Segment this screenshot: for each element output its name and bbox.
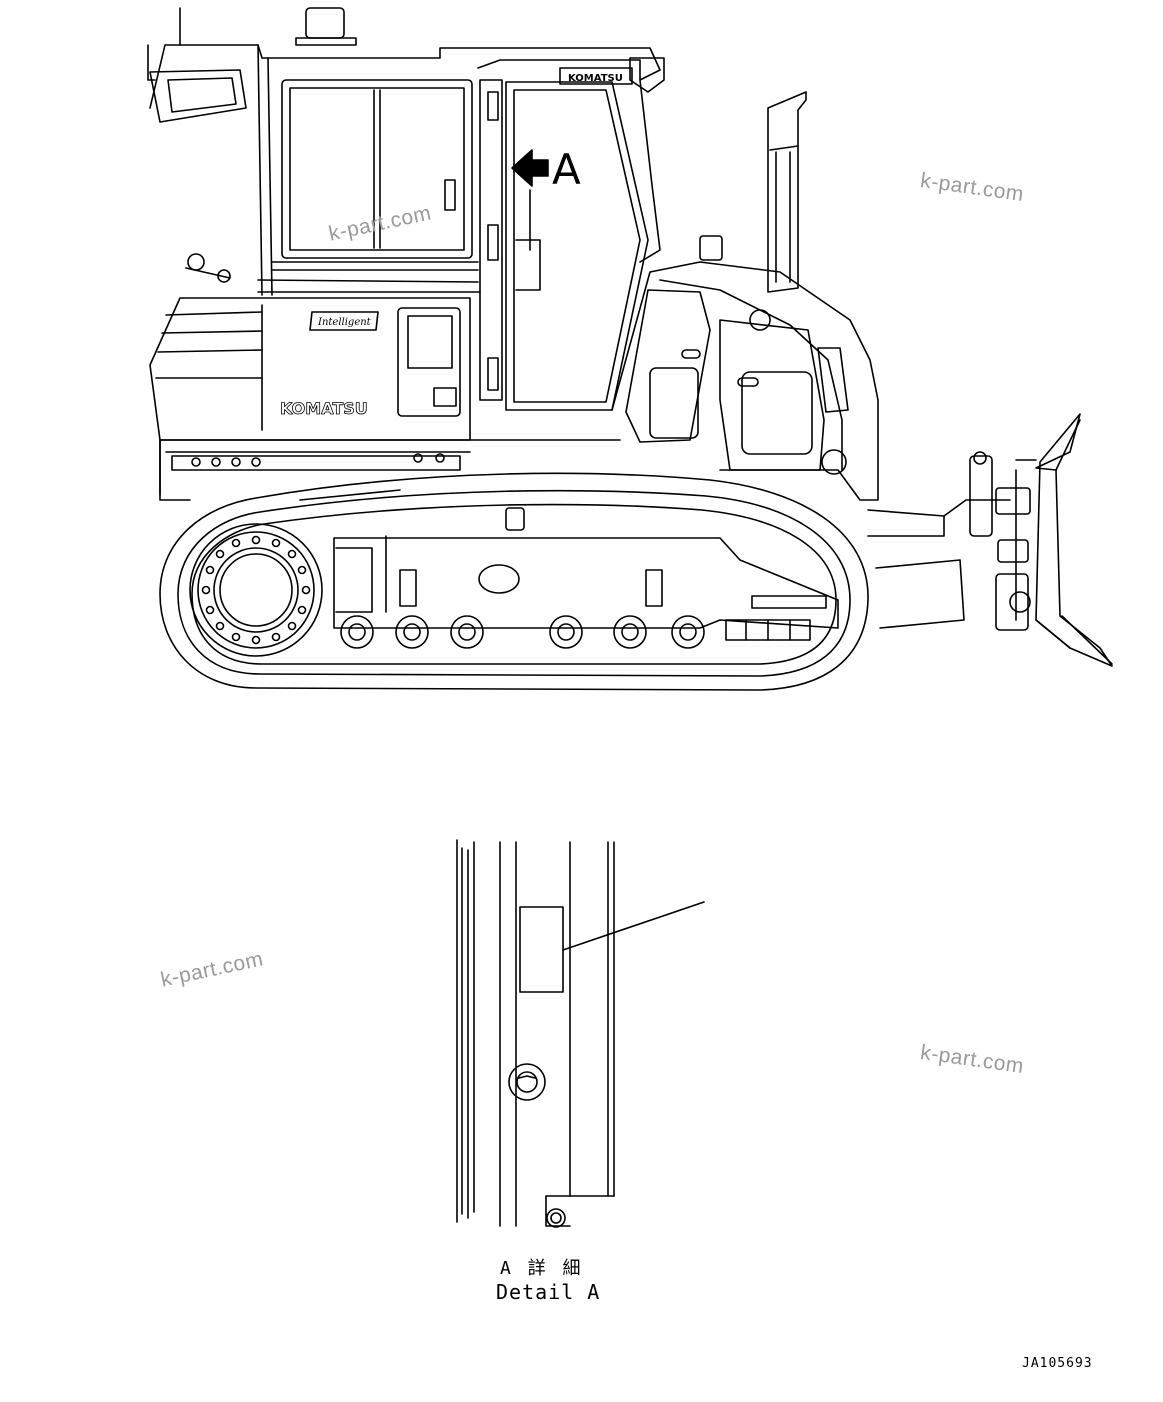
door-lock: [508, 1063, 546, 1101]
track-inner: [177, 489, 851, 677]
emblem-text: Intelligent: [317, 317, 372, 328]
side-brand: KOMATSU: [280, 399, 368, 418]
decal-position: [519, 906, 564, 993]
view-arrow: [511, 149, 549, 187]
cab: [147, 7, 665, 411]
rear-body: [149, 297, 621, 501]
sprocket: [189, 523, 323, 657]
blade: [867, 413, 1113, 667]
detail-a-view: [456, 839, 705, 1228]
undercarriage: [159, 472, 869, 691]
drawing-number: JA105693: [1022, 1356, 1093, 1371]
cab-brand: KOMATSU: [568, 73, 623, 84]
leader-line: [562, 901, 705, 951]
track-outer: [159, 472, 869, 691]
track-rollers: [340, 615, 705, 649]
view-label: A: [552, 145, 581, 194]
detail-caption-en: Detail A: [496, 1280, 601, 1304]
sprocket-bolts: [201, 535, 311, 645]
detail-caption-jp: A 詳 細: [500, 1258, 584, 1279]
front-hood: [611, 91, 879, 501]
